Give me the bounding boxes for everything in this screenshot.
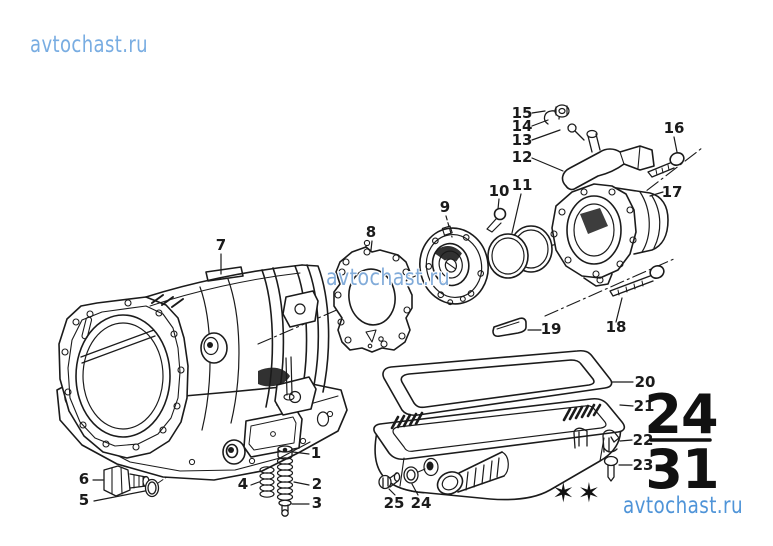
page-number-denominator: 31 [645, 438, 718, 501]
callout-21: 21 [634, 397, 655, 415]
callout-10: 10 [489, 182, 510, 200]
callout-labels: 1 2 3 4 5 6 7 8 9 10 11 12 13 14 15 16 1… [79, 104, 685, 512]
pan-clip-22 [602, 429, 620, 453]
selector-lever [561, 129, 655, 191]
drain-plug-6 [103, 465, 150, 497]
pan-screw-23 [603, 455, 619, 482]
oil-pan-gasket [382, 349, 613, 417]
callout-24: 24 [411, 494, 432, 512]
callout-11: 11 [512, 176, 533, 194]
callout-6: 6 [79, 470, 89, 488]
callout-8: 8 [366, 223, 376, 241]
callout-9: 9 [440, 198, 450, 216]
callout-7: 7 [216, 236, 226, 254]
callout-22: 22 [633, 431, 654, 449]
transmission-housing [56, 239, 371, 481]
callout-17: 17 [662, 183, 683, 201]
housing-bolt-16 [647, 152, 685, 178]
callout-19: 19 [541, 320, 562, 338]
callout-5: 5 [79, 491, 89, 509]
lever-nut [554, 104, 570, 118]
id-plate [492, 317, 527, 338]
callout-18: 18 [606, 318, 627, 336]
pan-plug-washer-24 [403, 466, 419, 484]
o-rings [487, 225, 553, 279]
callout-2: 2 [312, 475, 322, 493]
lever-pin [567, 123, 585, 141]
callout-20: 20 [635, 373, 656, 391]
extension-housing [550, 183, 669, 287]
callout-1: 1 [311, 444, 321, 462]
callout-15: 15 [512, 104, 533, 122]
oil-pump [419, 225, 489, 306]
callout-12: 12 [512, 148, 533, 166]
oil-pan [373, 397, 626, 501]
page-number-numerator: 24 [644, 383, 717, 446]
spring-2 [276, 457, 294, 501]
callout-4: 4 [238, 475, 248, 493]
spring-4 [259, 466, 275, 498]
footnote-stars: ✶✶ [552, 478, 603, 509]
pan-plug-25 [378, 472, 401, 490]
cap-nut-1 [277, 445, 293, 460]
callout-16: 16 [664, 119, 685, 137]
callout-13: 13 [512, 131, 533, 149]
page-number: 24 31 [644, 383, 719, 501]
watermark-center: avtochast.ru [326, 265, 450, 291]
leader-lines [92, 110, 678, 505]
pump-bolt [486, 207, 507, 233]
extension-bolt-18 [609, 265, 665, 297]
callout-14: 14 [512, 117, 533, 135]
seal-ring-5 [144, 478, 160, 498]
callout-3: 3 [312, 494, 322, 512]
watermark-top-left: avtochast.ru [30, 32, 148, 58]
callout-25: 25 [384, 494, 405, 512]
callout-23: 23 [633, 456, 654, 474]
detent-pin-3 [278, 499, 292, 517]
watermark-bottom-right: avtochast.ru [623, 493, 743, 519]
front-pump-gasket [333, 246, 413, 353]
